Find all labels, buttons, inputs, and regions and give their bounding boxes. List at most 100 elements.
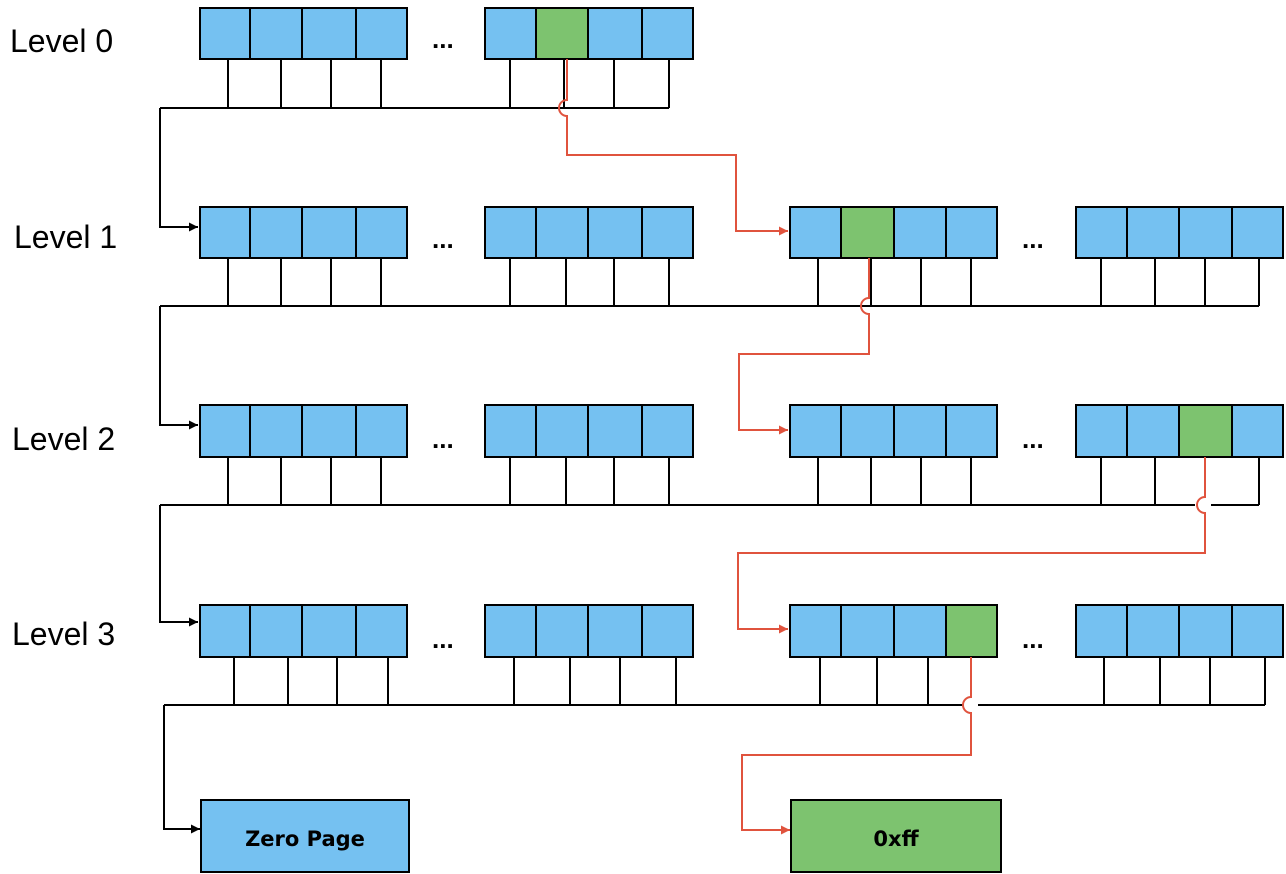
page-table-entry [1231, 604, 1284, 658]
page-table-entry [1126, 206, 1180, 259]
ellipsis: ... [432, 424, 454, 454]
page-table-entry [301, 604, 357, 658]
page-table-entry [641, 604, 694, 658]
page-table-entry [249, 604, 303, 658]
page-table-entry [301, 206, 357, 259]
ellipsis: ... [432, 624, 454, 654]
walk-arrow-level-0-to-1 [558, 59, 788, 236]
page-table-entry [893, 404, 947, 458]
level-3-entry-group-a [199, 604, 408, 658]
page-table-entry [587, 404, 643, 458]
page-table-entry [355, 404, 408, 458]
page-table-entry [484, 404, 537, 458]
page-table-entry [249, 206, 303, 259]
level-1-table: ... ... [160, 206, 1284, 307]
selected-entry [1178, 404, 1233, 458]
page-table-entry [1075, 604, 1128, 658]
page-table-entry [1126, 404, 1180, 458]
level-0-entry-group-a [199, 7, 408, 60]
selected-entry [840, 206, 895, 259]
ellipsis: ... [1022, 424, 1044, 454]
level-2-entry-group-c [789, 404, 998, 458]
next-level-connector [164, 657, 1266, 706]
page-table-entry [484, 206, 537, 259]
page-table-entry [641, 7, 694, 60]
level-1-entry-group-a [199, 206, 408, 259]
page-table-entry [587, 604, 643, 658]
level-3-label: Level 3 [12, 616, 115, 652]
page-table-entry [587, 206, 643, 259]
ellipsis: ... [1022, 624, 1044, 654]
default-pointer-arrows [159, 108, 200, 834]
level-1-to-2-arrow [159, 306, 198, 430]
page-table-entry [249, 404, 303, 458]
page-table-entry [249, 7, 303, 60]
page-table-entry [1075, 206, 1128, 259]
walk-arrow-level-2-to-3 [737, 457, 1206, 634]
page-table-entry [535, 604, 589, 658]
level-3-table: ... ... [164, 604, 1284, 706]
page-table-entry [587, 7, 643, 60]
level-2-label: Level 2 [12, 421, 115, 457]
next-level-connector [160, 59, 670, 109]
page-table-entry [535, 206, 589, 259]
page-table-entry [199, 604, 251, 658]
page-table-entry [789, 206, 842, 259]
ellipsis: ... [432, 24, 454, 54]
page-table-entry [1075, 404, 1128, 458]
page-table-entry [641, 404, 694, 458]
page-table-entry [893, 604, 947, 658]
page-table-entry [199, 206, 251, 259]
next-level-connector [160, 258, 1260, 307]
page-table-entry [893, 206, 947, 259]
translation-path [558, 59, 1206, 835]
page-table-entry [199, 7, 251, 60]
page-table-entry [840, 604, 895, 658]
walk-arrow-level-3-to-value [741, 657, 972, 835]
level-0-to-1-arrow [159, 108, 198, 232]
page-table-entry [301, 404, 357, 458]
ellipsis: ... [432, 224, 454, 254]
ellipsis: ... [1022, 224, 1044, 254]
level-0-label: Level 0 [10, 23, 113, 59]
level-2-to-3-arrow [159, 505, 198, 627]
level-0-entry-group-b [484, 7, 694, 60]
level-2-table: ... ... [160, 404, 1284, 506]
page-table-entry [1178, 206, 1233, 259]
level-2-entry-group-b [484, 404, 694, 458]
page-table-entry [301, 7, 357, 60]
level-3-entry-group-c [789, 604, 998, 658]
level-2-entry-group-a [199, 404, 408, 458]
level-1-entry-group-d [1075, 206, 1284, 259]
page-table-entry [484, 7, 537, 60]
value-page-label: 0xff [873, 827, 919, 851]
walk-arrow-level-1-to-2 [738, 258, 870, 435]
value-page-box: 0xff [790, 799, 1002, 873]
zero-page-box: Zero Page [200, 799, 410, 873]
level-3-entry-group-b [484, 604, 694, 658]
page-table-entry [355, 206, 408, 259]
level-0-table: ... [160, 7, 694, 109]
page-table-entry [1231, 404, 1284, 458]
selected-entry [945, 604, 998, 658]
level-1-label: Level 1 [14, 219, 117, 255]
level-3-entry-group-d [1075, 604, 1284, 658]
page-table-entry [484, 604, 537, 658]
page-table-entry [789, 404, 842, 458]
page-table-entry [641, 206, 694, 259]
page-table-entry [789, 604, 842, 658]
page-table-entry [840, 404, 895, 458]
zero-page-label: Zero Page [245, 827, 365, 851]
next-level-connector [160, 457, 1260, 506]
level-2-entry-group-d [1075, 404, 1284, 458]
level-1-entry-group-b [484, 206, 694, 259]
page-table-entry [1231, 206, 1284, 259]
page-table-entry [355, 7, 408, 60]
level-1-entry-group-c [789, 206, 998, 259]
level-3-to-zero-page-arrow [163, 705, 200, 834]
page-table-entry [355, 604, 408, 658]
page-table-entry [1178, 604, 1233, 658]
page-table-entry [945, 404, 998, 458]
page-table-entry [945, 206, 998, 259]
